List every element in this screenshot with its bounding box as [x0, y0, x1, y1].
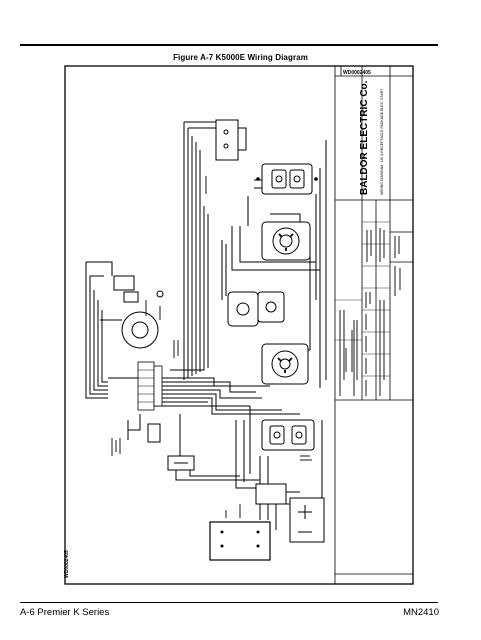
twistlock-lower-pins — [277, 357, 293, 373]
wires — [85, 121, 327, 540]
circuit-breaker — [227, 291, 285, 327]
battery — [289, 497, 325, 543]
twistlock-lower — [261, 343, 309, 385]
title-block — [334, 65, 414, 585]
receptacle-top — [261, 163, 313, 195]
capacitor — [147, 423, 161, 443]
charger-module — [209, 521, 271, 561]
terminal-ticks — [138, 369, 154, 403]
top-switch — [215, 119, 247, 161]
title-block-rows — [335, 220, 390, 377]
footer-rule — [20, 602, 438, 603]
diagram-subtitle: WIRING DIAGRAM, 120 & RECEPTACLE PACKAGE… — [380, 88, 384, 195]
twistlock-upper — [261, 221, 311, 261]
title-block-notes — [339, 228, 401, 396]
ground-terminal — [156, 290, 164, 298]
ignition-switch — [167, 455, 195, 471]
footer-left-text: A-6 Premier K Series — [20, 607, 110, 618]
footer-right-text: MN2410 — [403, 607, 439, 618]
company-name: BALDOR ELECTRIC Co. — [359, 80, 370, 195]
header-rule — [20, 44, 438, 46]
charger-terminals — [220, 530, 260, 548]
receptacle-top-screws — [256, 177, 318, 181]
fuse-block — [255, 483, 287, 505]
receptacle-lower — [261, 419, 315, 451]
wire-label-marks — [111, 170, 353, 518]
drawing-number-bottom: WD0002405 — [64, 550, 70, 578]
starter-motor — [100, 275, 159, 349]
drawing-number-top: WD0002405 — [343, 70, 371, 76]
figure-title: Figure A-7 K5000E Wiring Diagram — [173, 53, 308, 62]
twistlock-upper-pins — [278, 233, 294, 251]
